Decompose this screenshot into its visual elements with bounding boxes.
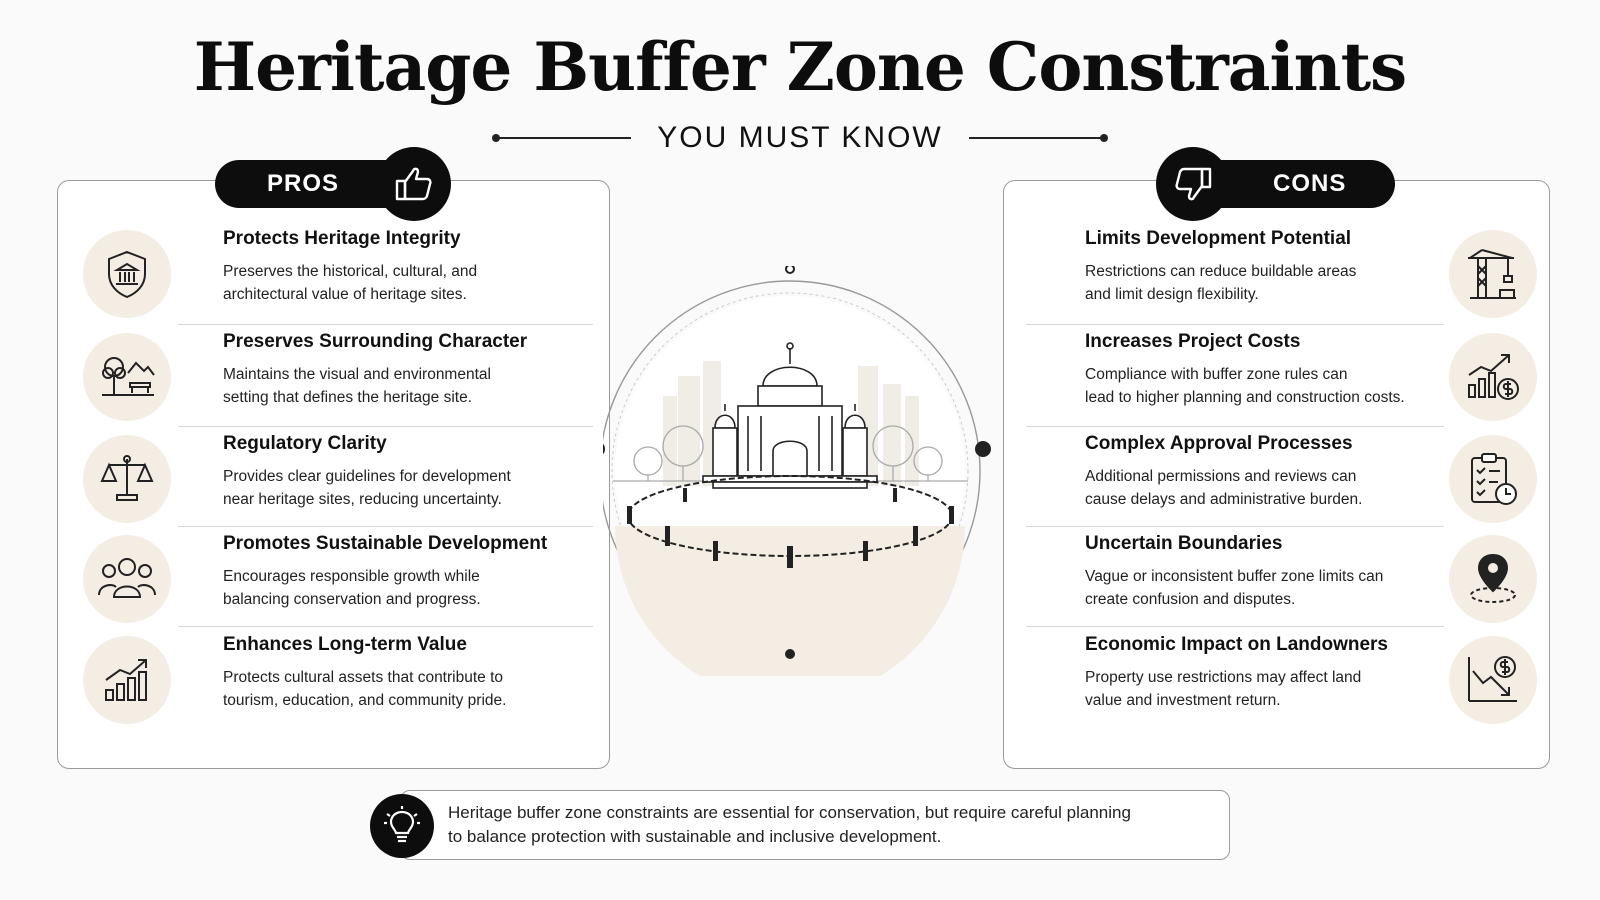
- summary-line-2: to balance protection with sustainable a…: [448, 827, 942, 846]
- pros-item-3-title: Regulatory Clarity: [223, 433, 387, 454]
- pros-item-2-title: Preserves Surrounding Character: [223, 331, 528, 352]
- community-icon: [83, 535, 171, 623]
- cons-item-3-desc-1: Additional permissions and reviews can: [1085, 468, 1357, 485]
- cons-item-1-title: Limits Development Potential: [1085, 228, 1352, 249]
- summary-text: Heritage buffer zone constraints are ess…: [448, 801, 1208, 849]
- pros-item-4: Promotes Sustainable Development Encoura…: [78, 531, 593, 631]
- divider: [1026, 324, 1444, 325]
- subtitle-rule-left: [492, 134, 632, 142]
- cons-item-3-desc-2: cause delays and administrative burden.: [1085, 491, 1363, 508]
- pros-item-2-desc-1: Maintains the visual and environmental: [223, 366, 491, 383]
- pros-item-5-title: Enhances Long-term Value: [223, 634, 467, 655]
- crane-icon: [1449, 230, 1537, 318]
- pros-item-5-desc-1: Protects cultural assets that contribute…: [223, 669, 503, 686]
- pros-item-1-desc-1: Preserves the historical, cultural, and: [223, 263, 478, 280]
- map-pin-icon: [1449, 535, 1537, 623]
- cons-item-3-title: Complex Approval Processes: [1085, 433, 1353, 454]
- divider: [178, 324, 593, 325]
- cons-item-5-desc-2: value and investment return.: [1085, 692, 1281, 709]
- landscape-icon: [83, 333, 171, 421]
- page-subtitle: YOU MUST KNOW: [657, 121, 943, 154]
- cons-item-1: Limits Development Potential Restriction…: [1024, 226, 1537, 326]
- cons-item-2-title: Increases Project Costs: [1085, 331, 1301, 352]
- divider: [178, 526, 593, 527]
- thumbs-down-icon: [1156, 147, 1230, 221]
- clipboard-clock-icon: [1449, 435, 1537, 523]
- pros-item-1-desc-2: architectural value of heritage sites.: [223, 286, 467, 303]
- cons-item-1-desc-1: Restrictions can reduce buildable areas: [1085, 263, 1357, 280]
- cons-item-2: Increases Project Costs Compliance with …: [1024, 329, 1537, 429]
- pros-item-2-desc-2: setting that defines the heritage site.: [223, 389, 473, 406]
- heritage-building-illustration: [603, 266, 991, 676]
- pros-item-3-desc-1: Provides clear guidelines for developmen…: [223, 468, 511, 485]
- summary-line-1: Heritage buffer zone constraints are ess…: [448, 803, 1131, 822]
- cons-item-2-desc-2: lead to higher planning and construction…: [1085, 389, 1405, 406]
- pros-item-1: Protects Heritage Integrity Preserves th…: [78, 226, 593, 326]
- heritage-shield-icon: [83, 230, 171, 318]
- pros-item-1-title: Protects Heritage Integrity: [223, 228, 461, 249]
- divider: [1026, 526, 1444, 527]
- pros-panel: Protects Heritage Integrity Preserves th…: [57, 180, 610, 769]
- cons-item-4-title: Uncertain Boundaries: [1085, 533, 1283, 554]
- pros-item-4-desc-2: balancing conservation and progress.: [223, 591, 481, 608]
- subtitle-row: YOU MUST KNOW: [0, 118, 1600, 158]
- cost-chart-icon: [1449, 333, 1537, 421]
- cons-item-2-desc-1: Compliance with buffer zone rules can: [1085, 366, 1348, 383]
- scales-icon: [83, 435, 171, 523]
- cons-item-4-desc-2: create confusion and disputes.: [1085, 591, 1296, 608]
- pros-item-5: Enhances Long-term Value Protects cultur…: [78, 632, 593, 732]
- lightbulb-icon: [370, 794, 434, 858]
- pros-item-2: Preserves Surrounding Character Maintain…: [78, 329, 593, 429]
- growth-chart-icon: [83, 636, 171, 724]
- declining-value-icon: [1449, 636, 1537, 724]
- page-title: Heritage Buffer Zone Constraints: [193, 28, 1407, 106]
- pros-item-4-desc-1: Encourages responsible growth while: [223, 568, 480, 585]
- subtitle-rule-right: [968, 134, 1108, 142]
- thumbs-up-icon: [377, 147, 451, 221]
- divider: [1026, 426, 1444, 427]
- cons-panel: Limits Development Potential Restriction…: [1003, 180, 1550, 769]
- pros-item-5-desc-2: tourism, education, and community pride.: [223, 692, 507, 709]
- cons-item-1-desc-2: and limit design flexibility.: [1085, 286, 1259, 303]
- cons-item-5-title: Economic Impact on Landowners: [1085, 634, 1388, 655]
- divider: [178, 426, 593, 427]
- pros-item-3-desc-2: near heritage sites, reducing uncertaint…: [223, 491, 502, 508]
- divider: [1026, 626, 1444, 627]
- divider: [178, 626, 593, 627]
- summary-box: Heritage buffer zone constraints are ess…: [400, 790, 1230, 860]
- cons-item-3: Complex Approval Processes Additional pe…: [1024, 431, 1537, 531]
- cons-item-5-desc-1: Property use restrictions may affect lan…: [1085, 669, 1362, 686]
- cons-item-4: Uncertain Boundaries Vague or inconsiste…: [1024, 531, 1537, 631]
- cons-item-4-desc-1: Vague or inconsistent buffer zone limits…: [1085, 568, 1384, 585]
- cons-item-5: Economic Impact on Landowners Property u…: [1024, 632, 1537, 732]
- pros-item-3: Regulatory Clarity Provides clear guidel…: [78, 431, 593, 531]
- pros-item-4-title: Promotes Sustainable Development: [223, 533, 548, 554]
